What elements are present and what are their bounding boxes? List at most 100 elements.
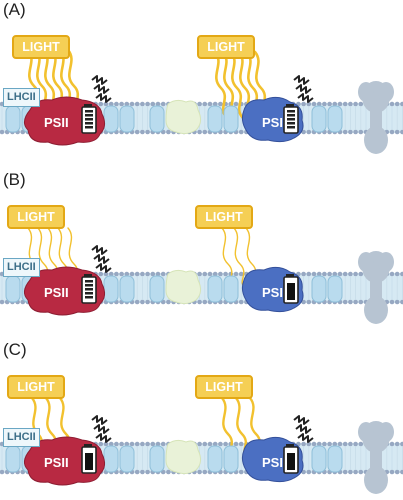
lipid-head <box>316 101 322 107</box>
lipid-head <box>301 271 306 277</box>
lipid-head <box>353 299 358 305</box>
panel-label: (C) <box>3 340 27 359</box>
lipid-head <box>145 271 150 277</box>
lipid-head <box>134 271 140 277</box>
lipid-head <box>218 441 223 447</box>
lipid-head <box>348 441 353 447</box>
lipid-head <box>353 441 358 447</box>
psi-label: PSI <box>262 115 283 130</box>
lipid-head <box>400 469 403 475</box>
lipid-head <box>223 441 228 447</box>
lipid-head <box>322 271 327 277</box>
lipid-head <box>124 101 130 107</box>
lipid-head <box>233 271 239 277</box>
lipid-head <box>400 271 403 277</box>
battery-icon-psi <box>283 274 299 304</box>
lipid-head <box>353 101 358 107</box>
lipid-head <box>389 101 395 107</box>
lipid-head <box>400 101 403 107</box>
lipid-head <box>124 441 130 447</box>
lipid-head <box>342 469 348 475</box>
lipid-head <box>124 271 130 277</box>
lipid-head <box>134 441 140 447</box>
lipid-head <box>155 101 161 107</box>
lipid-head <box>108 271 114 277</box>
lipid-head <box>218 271 223 277</box>
lipid-head <box>301 469 306 475</box>
panel-b: (B) <box>0 170 403 330</box>
cytb6f-complex <box>165 99 202 135</box>
energy-icon-psii <box>91 75 112 103</box>
lipid-head <box>160 441 166 447</box>
lipid-head <box>301 129 306 135</box>
lipid-head <box>400 129 403 135</box>
lipid-head <box>212 441 218 447</box>
battery-icon-psii <box>81 104 97 134</box>
lipid-head <box>342 101 348 107</box>
lipid-head <box>197 441 202 447</box>
lipid-head <box>337 271 343 277</box>
panel-a: (A) <box>0 0 403 160</box>
lipid-head <box>145 299 150 305</box>
lipid-head <box>108 101 114 107</box>
lipid-head <box>207 441 213 447</box>
lipid-head <box>389 441 395 447</box>
light-label-psi: LIGHT <box>195 205 253 229</box>
lipid-head <box>160 271 166 277</box>
lipid-head <box>332 101 338 107</box>
battery-icon-psi <box>283 444 299 474</box>
lipid-head <box>98 101 104 107</box>
lipid-head <box>394 469 400 475</box>
energy-icon-psii <box>91 415 112 443</box>
lipid-head <box>207 101 213 107</box>
lipid-head <box>348 129 353 135</box>
lhcii-label: LHCII <box>3 88 40 107</box>
lipid-head <box>145 469 150 475</box>
lipid-head <box>212 101 218 107</box>
lipid-head <box>0 299 5 305</box>
lipid-head <box>103 271 109 277</box>
lipid-head <box>311 271 317 277</box>
panel-label: (A) <box>3 0 26 19</box>
lipid-head <box>212 271 218 277</box>
light-label-psi: LIGHT <box>195 375 253 399</box>
lipid-head <box>394 101 400 107</box>
light-label-psii: LIGHT <box>7 375 65 399</box>
lipid-head <box>150 441 156 447</box>
lipid-head <box>316 441 322 447</box>
lhcii-label: LHCII <box>3 428 40 447</box>
lipid-head <box>140 101 145 107</box>
lipid-head <box>337 101 343 107</box>
lipid-head <box>358 129 364 135</box>
lipid-head <box>394 129 400 135</box>
lipid-head <box>134 469 140 475</box>
lipid-head <box>389 469 395 475</box>
energy-icon-psii <box>91 245 112 273</box>
lipid-head <box>394 271 400 277</box>
energy-icon-psi <box>293 415 314 443</box>
lipid-head <box>98 441 104 447</box>
lipid-head <box>119 271 124 277</box>
lipid-head <box>348 271 353 277</box>
atp-synthase <box>358 421 394 494</box>
lipid-head <box>140 299 145 305</box>
lipid-head <box>306 271 312 277</box>
lhcii-proteins <box>5 275 343 303</box>
lipid-head <box>400 441 403 447</box>
lipid-head <box>160 101 166 107</box>
lipid-head <box>348 469 353 475</box>
lipid-head <box>207 271 213 277</box>
lipid-head <box>238 271 244 277</box>
lipid-head <box>306 299 312 305</box>
psii-label: PSII <box>44 285 69 300</box>
cytb6f-complex <box>165 439 202 475</box>
lipid-head <box>166 299 171 305</box>
lipid-head <box>145 441 150 447</box>
lipid-head <box>389 271 395 277</box>
lipid-head <box>150 101 156 107</box>
lipid-head <box>197 129 202 135</box>
battery-icon-psi <box>283 104 299 134</box>
lipid-head <box>389 299 395 305</box>
atp-synthase <box>358 81 394 154</box>
lipid-head <box>197 469 202 475</box>
